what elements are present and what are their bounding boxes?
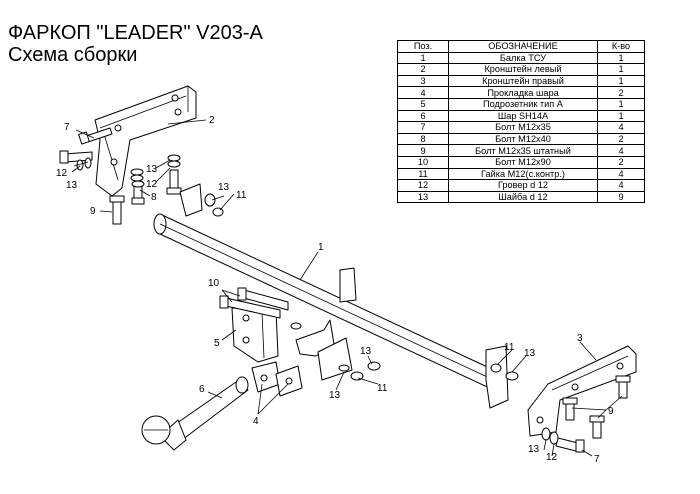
callout-12-c: 12 xyxy=(546,452,558,463)
cell-qty: 2 xyxy=(597,155,645,169)
cell-qty: 4 xyxy=(597,179,645,192)
cell-qty: 4 xyxy=(597,144,645,157)
cell-pos: 10 xyxy=(397,155,449,169)
cell-qty: 4 xyxy=(597,167,645,181)
callout-11-a: 11 xyxy=(236,190,247,201)
tow-ball-6 xyxy=(141,376,249,451)
callout-10: 10 xyxy=(208,278,220,289)
bolt-9-left xyxy=(109,195,125,225)
bolts-10 xyxy=(219,287,289,319)
cell-designation: Балка ТСУ xyxy=(448,51,598,65)
cell-qty: 4 xyxy=(597,121,645,134)
table-header-row: Поз. ОБОЗНАЧЕНИЕ К-во xyxy=(397,40,645,53)
callout-12-b: 12 xyxy=(146,179,158,190)
callout-7-left: 7 xyxy=(64,122,70,133)
header-designation: ОБОЗНАЧЕНИЕ xyxy=(448,40,598,53)
cell-designation: Гровер d 12 xyxy=(448,179,598,192)
title-block: ФАРКОП "LEADER" V203-A Схема сборки xyxy=(8,22,263,66)
callout-13-g: 13 xyxy=(528,444,540,455)
callout-13-a: 13 xyxy=(66,180,78,191)
beam-1 xyxy=(153,183,509,409)
callout-labels: 1 2 3 4 5 6 7 7 8 9 9 10 11 11 11 12 12 … xyxy=(56,115,614,465)
callout-13-c: 13 xyxy=(218,182,230,193)
callout-4: 4 xyxy=(253,416,259,427)
bolt-8 xyxy=(131,180,145,205)
cell-pos: 7 xyxy=(397,121,449,134)
cell-qty: 1 xyxy=(597,51,645,65)
callout-6: 6 xyxy=(199,384,205,395)
cell-designation: Шайба d 12 xyxy=(448,190,598,204)
callout-13-b: 13 xyxy=(146,164,158,175)
header-qty: К-во xyxy=(597,40,645,53)
nuts-center xyxy=(290,322,381,381)
callout-5: 5 xyxy=(214,338,220,349)
callout-13-e: 13 xyxy=(360,346,372,357)
callout-1: 1 xyxy=(318,242,324,253)
callout-13-d: 13 xyxy=(329,390,341,401)
callout-11-b: 11 xyxy=(377,383,388,394)
bolts-right xyxy=(541,375,631,453)
cell-qty: 9 xyxy=(597,190,645,204)
ball-plates-4 xyxy=(251,361,303,397)
bolt-12-left xyxy=(59,150,93,164)
callout-7-right: 7 xyxy=(594,454,600,465)
callout-9-right: 9 xyxy=(608,406,614,417)
washers-8 xyxy=(130,168,144,182)
callout-2: 2 xyxy=(209,115,215,126)
beam-mount-plate xyxy=(295,267,357,381)
header-pos: Поз. xyxy=(397,40,449,53)
page-title: ФАРКОП "LEADER" V203-A xyxy=(8,22,263,44)
callout-12-a: 12 xyxy=(56,168,68,179)
callout-8: 8 xyxy=(151,192,157,203)
callout-11-c: 11 xyxy=(504,342,515,353)
cell-qty: 2 xyxy=(597,132,645,146)
bolt-vertical-left xyxy=(166,154,182,195)
cell-pos: 11 xyxy=(397,167,449,181)
bracket-right xyxy=(527,345,637,437)
callout-9-left: 9 xyxy=(90,206,96,217)
page-subtitle: Схема сборки xyxy=(8,44,138,66)
cell-pos: 9 xyxy=(397,144,449,157)
nuts-beam-left xyxy=(204,193,224,217)
cell-designation: Болт М12х35 штатный xyxy=(448,144,598,157)
callout-3: 3 xyxy=(577,333,583,344)
bracket-left xyxy=(94,85,197,197)
leader-lines xyxy=(71,119,623,457)
callout-13-f: 13 xyxy=(524,348,536,359)
